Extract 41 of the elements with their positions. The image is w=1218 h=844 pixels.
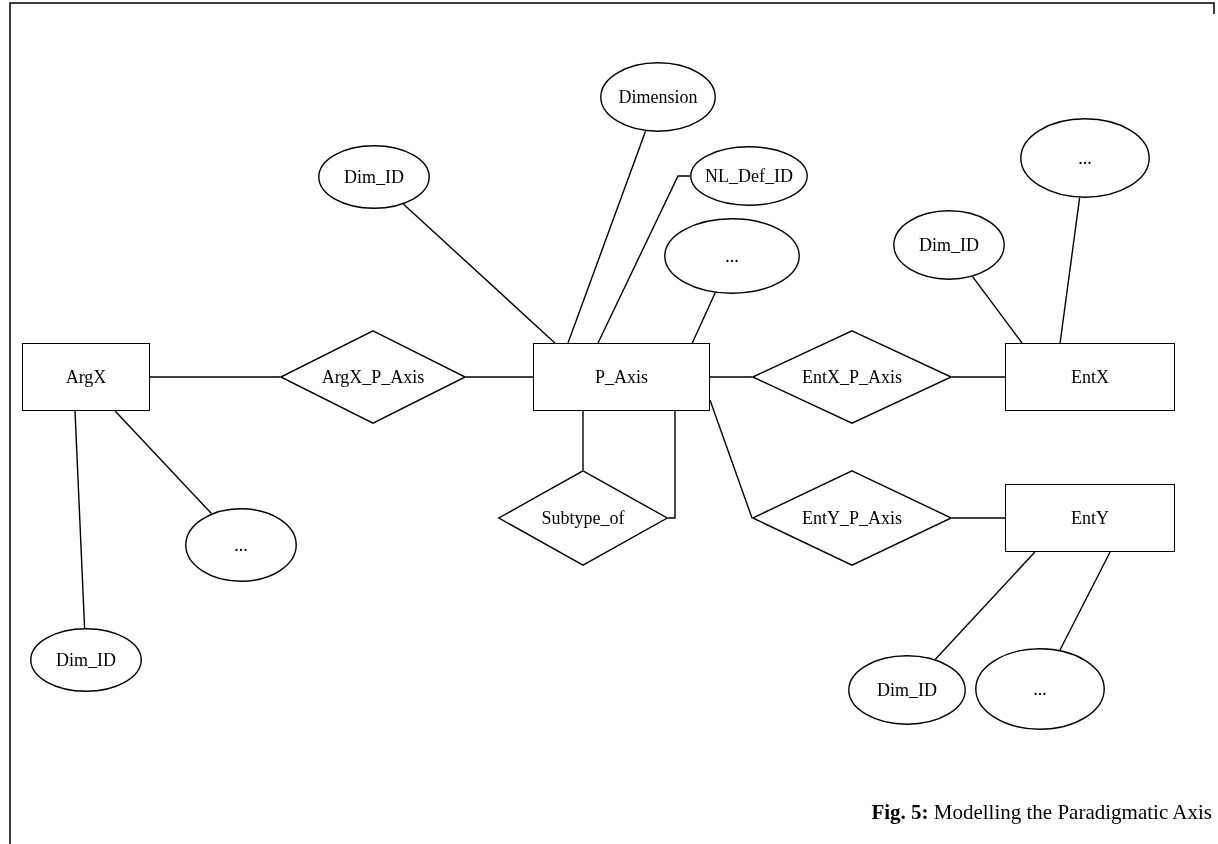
connector-line <box>934 551 1036 660</box>
relationship-name: ArgX_P_Axis <box>321 366 425 388</box>
relationship-name: EntY_P_Axis <box>802 507 902 529</box>
attribute-name: NL_Def_ID <box>705 165 793 187</box>
relationship-name: Subtype_of <box>541 507 625 529</box>
connector-line <box>709 376 753 378</box>
connector-line <box>691 292 716 344</box>
connector-line <box>597 175 691 344</box>
connector-line <box>582 410 584 471</box>
connector-line <box>951 517 1006 519</box>
relationship-name: EntX_P_Axis <box>802 366 902 388</box>
connector-line <box>74 410 86 629</box>
connector-line <box>951 376 1006 378</box>
connector-line <box>567 130 647 344</box>
entity-box <box>22 343 150 411</box>
connector-line <box>1059 197 1081 344</box>
entity-name: P_Axis <box>595 366 648 388</box>
connector-line <box>1059 551 1111 651</box>
connector-line <box>709 399 753 519</box>
entity-name: ArgX <box>65 366 107 388</box>
connector-line <box>667 410 676 519</box>
entity-box <box>1005 343 1175 411</box>
attribute-name: Dim_ID <box>56 649 116 671</box>
connector-line <box>971 276 1023 344</box>
entity-name: EntY <box>1071 507 1109 529</box>
attribute-name: Dim_ID <box>344 166 404 188</box>
attribute-name: Dim_ID <box>919 234 979 256</box>
connector-line <box>149 376 281 378</box>
entity-name: EntX <box>1071 366 1109 388</box>
attribute-name: ... <box>1078 147 1092 169</box>
connector-line <box>402 203 556 344</box>
attribute-name: Dimension <box>618 86 698 108</box>
attribute-name: ... <box>725 245 739 267</box>
entity-box <box>1005 484 1175 552</box>
figure-caption: Fig. 5: Modelling the Paradigmatic Axis <box>871 800 1212 825</box>
attribute-name: ... <box>234 534 248 556</box>
entity-box <box>533 343 710 411</box>
attribute-name: ... <box>1033 678 1047 700</box>
connector-line <box>465 376 534 378</box>
attribute-name: Dim_ID <box>877 679 937 701</box>
connector-line <box>114 410 213 515</box>
